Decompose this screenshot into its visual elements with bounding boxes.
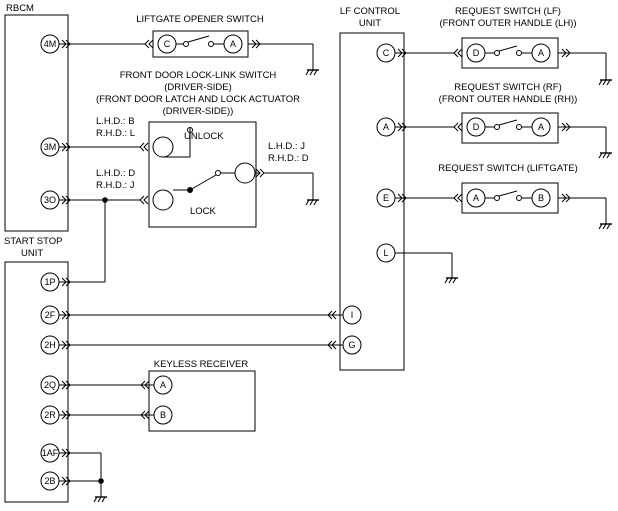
door-lock-pin-label: R.H.D.: D xyxy=(268,153,309,164)
door-lock-switch-title: (DRIVER-SIDE) xyxy=(164,82,232,93)
lf-control-pin-label: E xyxy=(383,193,389,203)
splice-dot xyxy=(98,478,104,484)
splice-dot xyxy=(102,197,108,203)
ground-icon xyxy=(305,199,320,206)
request-switch-rf-title: REQUEST SWITCH (RF) xyxy=(454,82,562,93)
request-switch-pin-label: A xyxy=(473,193,479,203)
start-stop-unit-title: START STOP xyxy=(4,236,62,247)
lf-control-unit-title: UNIT xyxy=(359,18,381,29)
lf-control-pin-label: A xyxy=(383,122,389,132)
door-lock-switch-title: (DRIVER-SIDE)) xyxy=(163,106,234,117)
request-switch-pin-label: D xyxy=(473,48,480,58)
keyless-pin-label: B xyxy=(160,410,166,420)
door-lock-pin-label: R.H.D.: J xyxy=(96,180,135,191)
rbcm-box xyxy=(4,14,69,232)
request-switch-lf-title: (FRONT OUTER HANDLE (LH)) xyxy=(439,18,576,29)
start-stop-pin-label: 1P xyxy=(44,277,55,287)
lf-control-pin-label: L xyxy=(383,248,388,258)
request-switch-lf-title: REQUEST SWITCH (LF) xyxy=(455,6,561,17)
door-lock-switch-box xyxy=(148,121,257,228)
ground-icon xyxy=(305,69,320,76)
request-switch-pin-label: A xyxy=(538,48,544,58)
liftgate-opener-pin-label: C xyxy=(164,39,171,49)
lf-control-pin-label: C xyxy=(383,48,390,58)
request-switch-rf-title: (FRONT OUTER HANDLE (RH)) xyxy=(439,94,578,105)
ground-icon xyxy=(598,79,613,86)
door-lock-pin-label: L.H.D.: J xyxy=(268,141,305,152)
start-stop-pin-label: 2R xyxy=(44,410,56,420)
rbcm-pin-label: 4M xyxy=(44,39,57,49)
liftgate-opener-switch-title: LIFTGATE OPENER SWITCH xyxy=(136,14,264,25)
start-stop-pin-label: 2H xyxy=(44,340,56,350)
switch-pivot-dot xyxy=(187,187,193,193)
ground-icon xyxy=(93,496,108,503)
start-stop-unit-box xyxy=(4,261,69,503)
start-stop-pin-label: 2B xyxy=(44,476,55,486)
liftgate-opener-pin-label: A xyxy=(230,39,236,49)
keyless-receiver-box xyxy=(148,370,256,432)
door-lock-pin-label: L.H.D.: B xyxy=(96,116,135,127)
keyless-receiver-title: KEYLESS RECEIVER xyxy=(154,359,249,370)
rbcm-title: RBCM xyxy=(6,3,34,14)
lock-label: LOCK xyxy=(190,206,217,217)
request-switch-pin-label: B xyxy=(538,193,544,203)
start-stop-pin-label: 2Q xyxy=(44,380,56,390)
ground-icon xyxy=(598,223,613,230)
door-lock-pin-label: R.H.D.: L xyxy=(96,128,135,139)
start-stop-pin-label: 2F xyxy=(45,310,56,320)
rbcm-pin-label: 3M xyxy=(44,142,57,152)
lf-control-pin-label: G xyxy=(348,340,355,350)
request-switch-pin-label: A xyxy=(538,122,544,132)
lf-control-unit-box xyxy=(339,32,405,371)
unlock-label: UNLOCK xyxy=(184,131,224,142)
request-switch-liftgate-title: REQUEST SWITCH (LIFTGATE) xyxy=(438,163,578,174)
door-lock-pin-label: L.H.D.: D xyxy=(96,168,135,179)
lf-control-unit-title: LF CONTROL xyxy=(340,6,400,17)
start-stop-unit-title: UNIT xyxy=(21,248,43,259)
door-lock-switch-title: (FRONT DOOR LATCH AND LOCK ACTUATOR xyxy=(96,94,300,105)
ground-icon xyxy=(444,277,459,284)
keyless-pin-label: A xyxy=(160,380,166,390)
start-stop-pin-label: 1AF xyxy=(42,448,59,458)
door-lock-switch-title: FRONT DOOR LOCK-LINK SWITCH xyxy=(120,70,277,81)
request-switch-pin-label: D xyxy=(473,122,480,132)
request-switch-rf-box xyxy=(461,112,559,144)
ground-icon xyxy=(598,152,613,159)
rbcm-pin-label: 3O xyxy=(44,195,56,205)
lf-control-pin-label: I xyxy=(351,310,354,320)
